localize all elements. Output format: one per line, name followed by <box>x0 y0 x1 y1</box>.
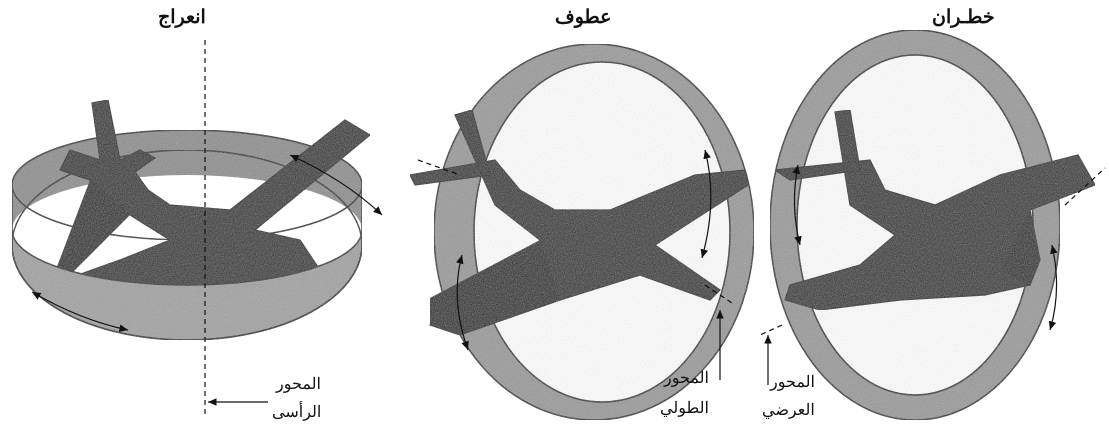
yaw-title: انعراج <box>158 8 206 27</box>
yaw-axis-label-line1: المحور <box>276 376 321 392</box>
roll-title: عطوف <box>555 8 611 27</box>
pitch-axis-label-line2: العرضي <box>762 402 815 418</box>
pitch-axis-label-line1: المحور <box>770 374 815 390</box>
yaw-axis-label-line2: الرأسى <box>272 404 321 420</box>
roll-axis-label-line2: الطولي <box>660 400 709 416</box>
roll-axis-label-line1: المحور <box>664 370 709 386</box>
roll-panel <box>410 44 754 420</box>
pitch-lateral-axis-left <box>760 325 782 335</box>
pitch-panel <box>760 30 1105 420</box>
pitch-title: خطـران <box>932 8 995 27</box>
yaw-panel <box>12 40 382 415</box>
